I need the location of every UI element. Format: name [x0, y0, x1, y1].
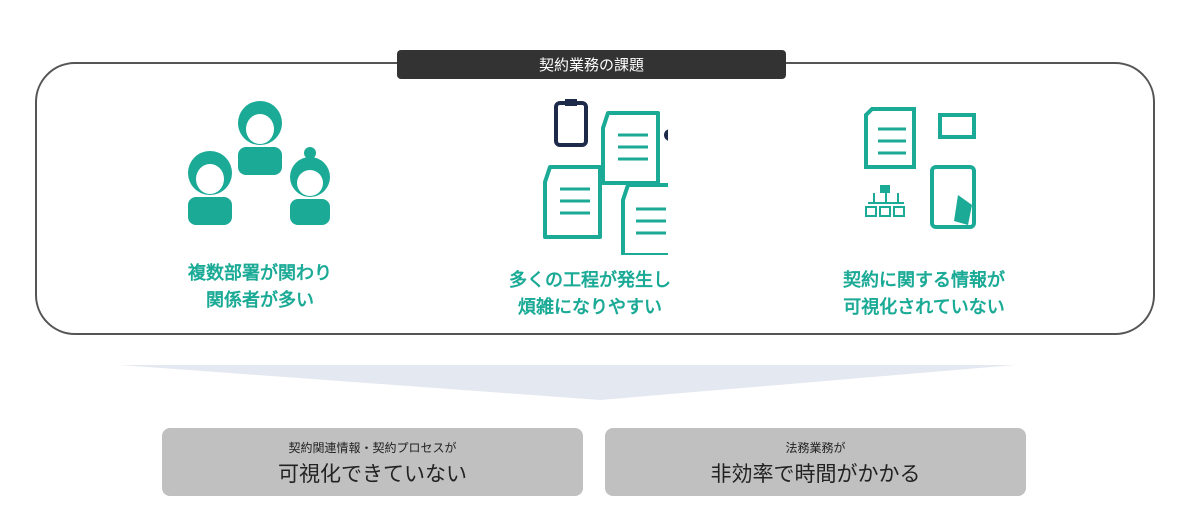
issue-caption: 複数部署が関わり関係者が多い: [188, 263, 332, 311]
result-box: 法務業務が非効率で時間がかかる: [605, 428, 1026, 496]
issue-information: [765, 105, 1065, 235]
people-icon: [188, 101, 330, 225]
section-title: 契約業務の課題: [397, 50, 786, 79]
issue-people: [110, 95, 410, 225]
issue-caption: 多くの工程が発生し煩雑になりやすい: [509, 270, 671, 318]
issue-caption: 契約に関する情報が可視化されていない: [843, 270, 1005, 318]
information-icon: [864, 107, 976, 229]
result-box: 契約関連情報・契約プロセスが可視化できていない: [162, 428, 583, 496]
documents-icon: [543, 99, 668, 255]
issue-documents: [418, 95, 718, 255]
